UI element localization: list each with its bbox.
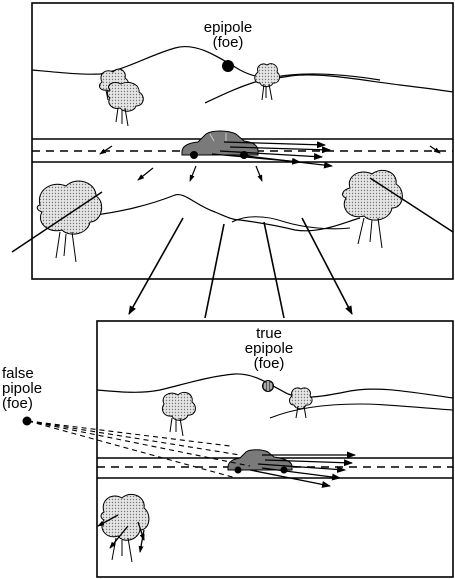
bottom-hill-line-2 — [269, 403, 454, 419]
top-tree-far-left — [99, 68, 144, 127]
top-near-terrain — [94, 193, 361, 232]
top-hill-line — [31, 46, 454, 93]
top-road-flow-arrows — [99, 145, 441, 155]
false-epipole-rays — [27, 420, 251, 479]
top-foe-text: (foe) — [212, 34, 244, 51]
top-tree-near-left — [36, 180, 103, 263]
top-ground-flow-arrows — [137, 165, 263, 182]
top-right-tree-arrow — [369, 177, 454, 233]
top-epipole-text: epipole — [203, 19, 253, 36]
top-epipole-dot — [222, 60, 234, 72]
true-epipole-dot — [262, 380, 274, 392]
true-epipole-text-3: (foe) — [253, 355, 285, 372]
bottom-tree-far-left — [161, 391, 196, 437]
top-car — [181, 130, 259, 159]
correspondence-arrows — [128, 217, 353, 319]
bottom-tree-flow-arrows — [97, 514, 145, 553]
false-epipole-label: false pipole (foe) — [2, 366, 54, 411]
false-epipole-dot — [22, 416, 32, 426]
false-epipole-text-1: false — [2, 365, 34, 382]
top-car-flow-arrows — [211, 141, 333, 169]
top-tree-near-right — [342, 169, 403, 249]
true-epipole-label: true epipole (foe) — [234, 326, 304, 371]
top-frame — [11, 2, 454, 280]
top-frame-border — [31, 2, 454, 280]
bottom-tree-far-right — [289, 387, 313, 419]
bottom-car-flow-arrows — [249, 451, 356, 488]
true-epipole-text-1: true — [256, 325, 282, 342]
true-epipole-text-2: epipole — [244, 340, 294, 357]
top-epipole-label: epipole (foe) — [192, 20, 264, 50]
bottom-frame — [27, 320, 454, 578]
false-epipole-text-3: (foe) — [2, 395, 33, 412]
top-tree-far-right — [254, 63, 281, 101]
bottom-frame-border — [96, 320, 454, 578]
top-left-tree-arrow — [11, 191, 103, 253]
top-near-terrain-2 — [231, 216, 351, 230]
false-epipole-text-2: pipole — [2, 380, 43, 397]
